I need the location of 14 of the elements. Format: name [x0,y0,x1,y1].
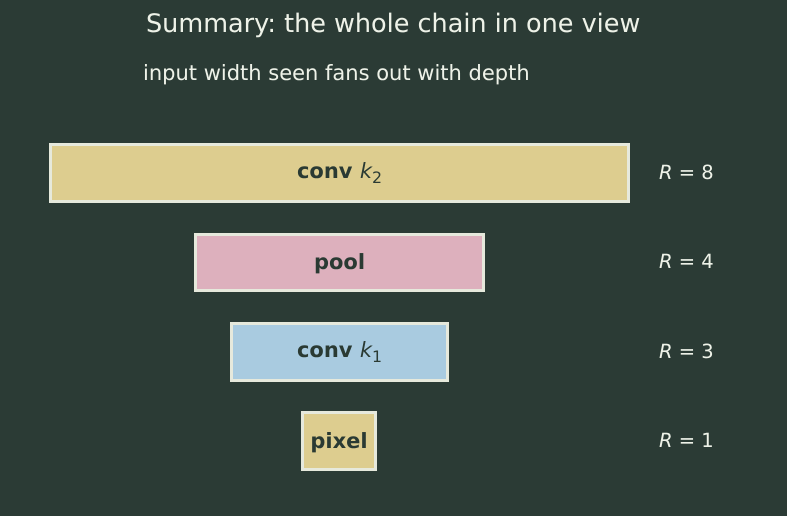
layer-label: pool [314,252,366,273]
layer-bar [49,143,630,203]
layer-bar [194,233,485,292]
subtitle: input width seen fans out with depth [143,61,530,86]
receptive-field-label: R = 1 [659,431,714,450]
layer-label: conv k$_{1}$ [296,340,382,364]
title: Summary: the whole chain in one view [146,9,640,40]
receptive-field-label: R = 3 [659,342,714,362]
layer-bar [301,411,377,471]
receptive-field-label: R = 4 [659,252,714,272]
layer-label: conv k$_{2}$ [296,160,382,186]
receptive-field-label: R = 8 [659,163,714,182]
layer-label: pixel [310,430,368,452]
layer-bar [230,322,449,382]
